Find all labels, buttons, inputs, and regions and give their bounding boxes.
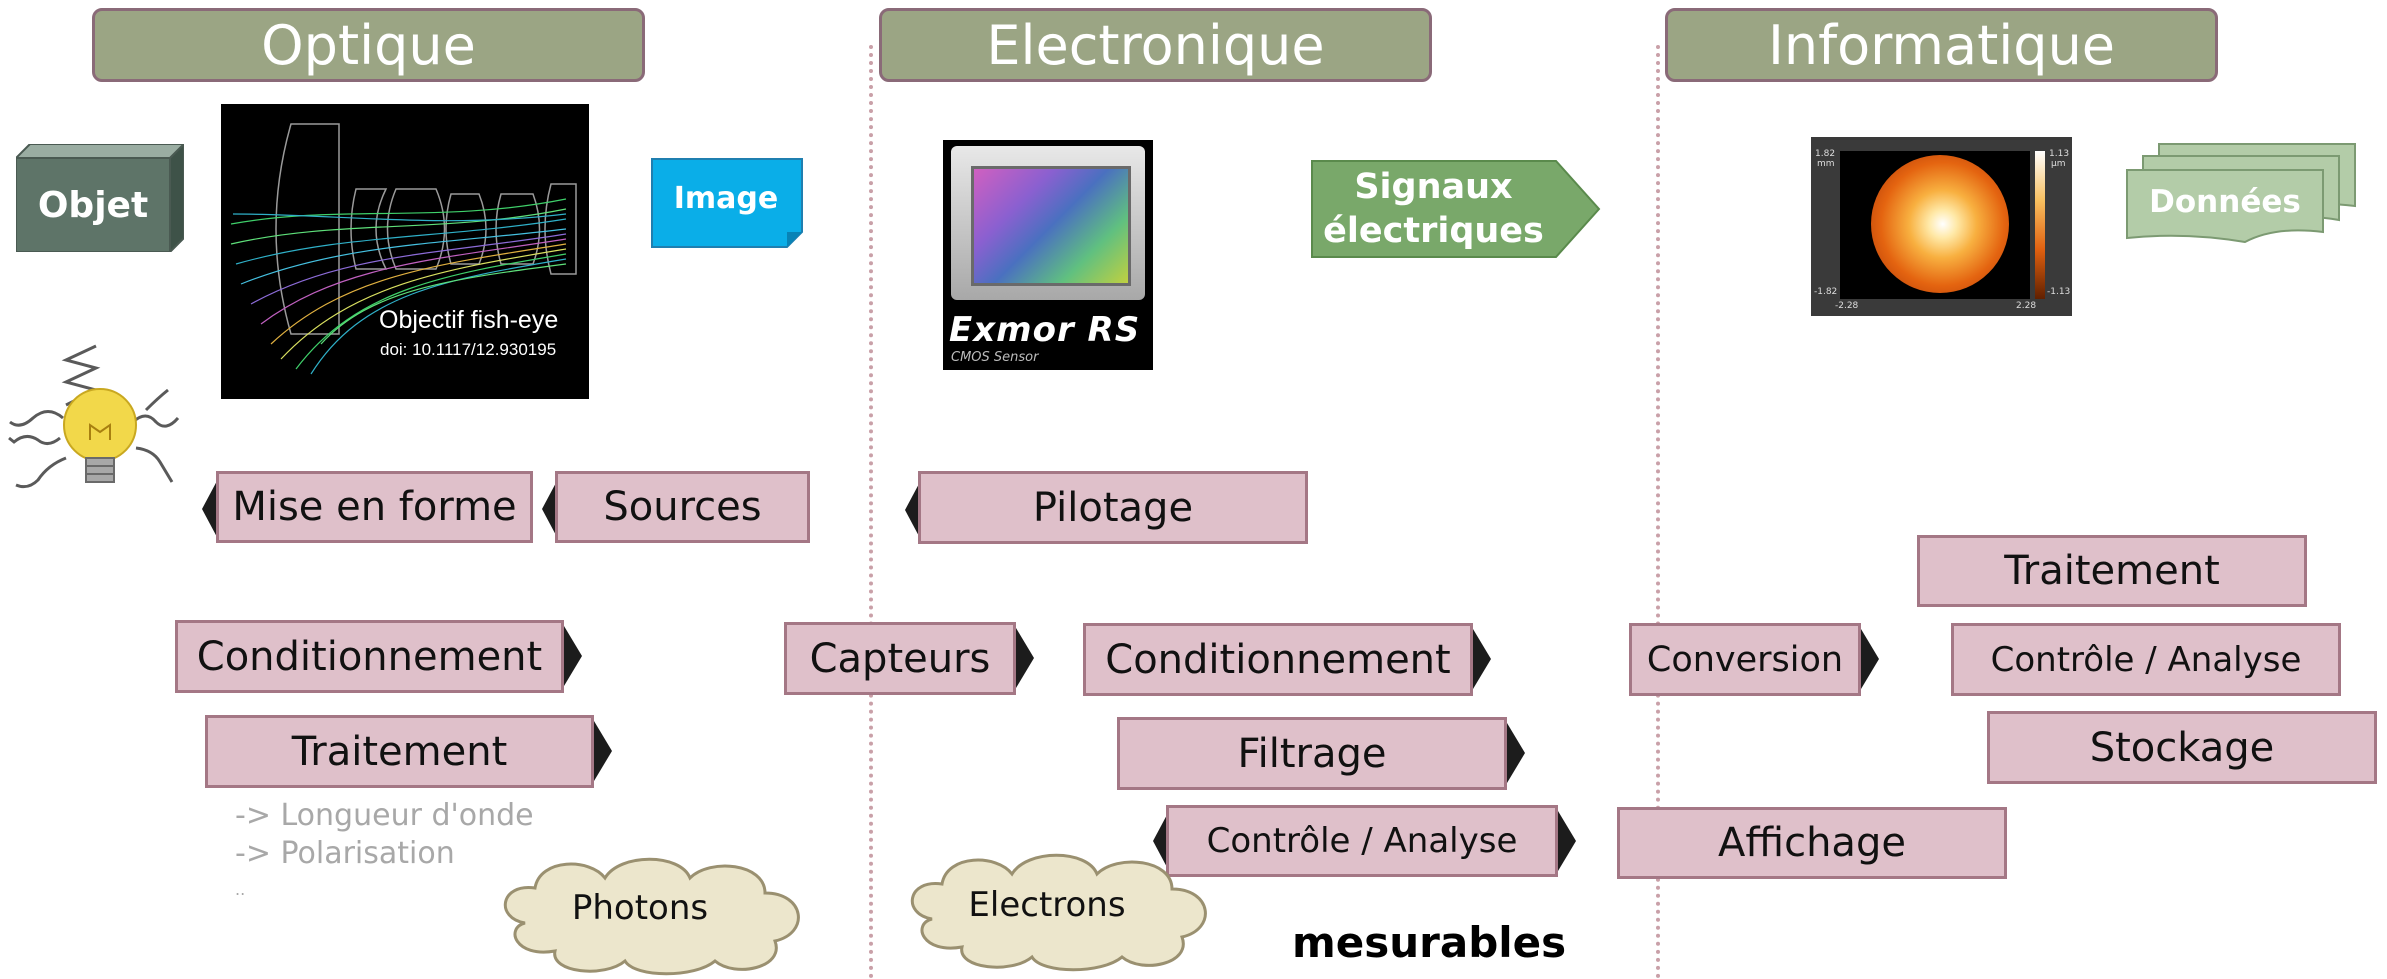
signaux-line-2: électriques bbox=[1323, 211, 1544, 251]
sensor-brand: Exmor RS bbox=[949, 310, 1141, 350]
donnees-label: Données bbox=[2149, 184, 2301, 220]
pilotage-arrow bbox=[905, 480, 921, 540]
optique-conditionnement-label: Conditionnement bbox=[196, 633, 543, 680]
sources-label: Sources bbox=[603, 484, 762, 530]
informatique-controle-label: Contrôle / Analyse bbox=[1990, 639, 2302, 680]
electronique-conditionnement-box: Conditionnement bbox=[1083, 623, 1473, 696]
capteurs-box: Capteurs bbox=[784, 622, 1016, 695]
lens-caption: Objectif fish-eye bbox=[379, 306, 559, 334]
cmos-sensor-photo: Exmor RS CMOS Sensor bbox=[943, 140, 1153, 370]
map-tick-x-right: 2.28 bbox=[2016, 301, 2037, 311]
header-optique-label: Optique bbox=[261, 13, 476, 77]
mise-en-forme-box: Mise en forme bbox=[216, 471, 533, 543]
optique-conditionnement-box: Conditionnement bbox=[175, 620, 564, 693]
map-scale-unit: µm bbox=[2051, 159, 2066, 169]
electrons-cloud-icon bbox=[910, 853, 1207, 972]
optique-traitement-box: Traitement bbox=[205, 715, 594, 788]
map-tick-top-left: 1.82 bbox=[1815, 149, 1836, 159]
photons-label: Photons bbox=[571, 888, 709, 928]
note-ellipsis: .. bbox=[235, 880, 246, 899]
note-longueur-onde: -> Longueur d'onde bbox=[235, 798, 534, 833]
sensor-chip bbox=[971, 166, 1131, 286]
mise-en-forme-label: Mise en forme bbox=[232, 484, 517, 530]
sources-box: Sources bbox=[555, 471, 810, 543]
note-polarisation: -> Polarisation bbox=[235, 836, 455, 871]
electronique-conditionnement-arrow bbox=[1473, 629, 1491, 689]
header-electronique: Electronique bbox=[879, 8, 1432, 82]
map-tick-top-left-unit: mm bbox=[1817, 159, 1835, 169]
signaux-line-1: Signaux bbox=[1354, 167, 1513, 207]
capteurs-arrow bbox=[1016, 628, 1034, 688]
heatmap-image: 1.82 mm -1.82 -2.28 2.28 1.13 µm -1.13 bbox=[1811, 137, 2072, 316]
optique-traitement-arrow bbox=[594, 721, 612, 781]
affichage-box: Affichage bbox=[1617, 807, 2007, 879]
donnees-documents-icon bbox=[2126, 143, 2356, 244]
lightbulb-icon bbox=[8, 344, 180, 489]
fisheye-lens-diagram: Objectif fish-eye doi: 10.1117/12.930195 bbox=[221, 104, 589, 399]
objet-box-icon bbox=[16, 144, 184, 252]
header-informatique: Informatique bbox=[1665, 8, 2218, 82]
image-label: Image bbox=[673, 180, 779, 216]
optique-conditionnement-arrow bbox=[564, 626, 582, 686]
stockage-box: Stockage bbox=[1987, 711, 2377, 784]
signaux-arrow-shape bbox=[1311, 160, 1601, 258]
map-tick-x-left: -2.28 bbox=[1835, 301, 1859, 311]
image-shape bbox=[651, 158, 803, 248]
sources-arrow bbox=[542, 479, 558, 539]
pilotage-label: Pilotage bbox=[1032, 484, 1194, 531]
electronique-conditionnement-label: Conditionnement bbox=[1105, 636, 1451, 683]
signaux-label: Signaux électriques bbox=[1311, 160, 1556, 258]
header-electronique-label: Electronique bbox=[986, 13, 1325, 77]
mise-en-forme-arrow bbox=[202, 479, 218, 539]
objet-label: Objet bbox=[37, 184, 149, 226]
electronique-controle-arrow-left bbox=[1153, 811, 1169, 871]
electronique-controle-box: Contrôle / Analyse bbox=[1166, 805, 1558, 877]
electrons-label: Electrons bbox=[968, 885, 1126, 925]
electronique-controle-label: Contrôle / Analyse bbox=[1206, 821, 1518, 861]
photons-cloud-icon bbox=[503, 857, 800, 976]
filtrage-arrow bbox=[1507, 723, 1525, 783]
header-optique: Optique bbox=[92, 8, 645, 82]
conversion-box: Conversion bbox=[1629, 623, 1861, 696]
header-informatique-label: Informatique bbox=[1767, 13, 2116, 77]
electronique-controle-arrow-right bbox=[1558, 811, 1576, 871]
conversion-arrow bbox=[1861, 629, 1879, 689]
filtrage-box: Filtrage bbox=[1117, 717, 1507, 790]
divider-electronique-informatique bbox=[1656, 45, 1660, 979]
capteurs-label: Capteurs bbox=[809, 635, 991, 682]
map-scale-bottom: -1.13 bbox=[2047, 287, 2071, 297]
informatique-traitement-box: Traitement bbox=[1917, 535, 2307, 607]
filtrage-label: Filtrage bbox=[1237, 730, 1387, 777]
divider-optique-electronique bbox=[869, 45, 873, 979]
conversion-label: Conversion bbox=[1646, 639, 1844, 680]
affichage-label: Affichage bbox=[1718, 820, 1906, 866]
mesurables-label: mesurables bbox=[1292, 918, 1567, 967]
stockage-label: Stockage bbox=[2089, 724, 2275, 771]
heatmap-colorbar bbox=[2035, 151, 2045, 299]
informatique-traitement-label: Traitement bbox=[2004, 548, 2220, 594]
sensor-sub: CMOS Sensor bbox=[951, 350, 1039, 365]
map-scale-top: 1.13 bbox=[2049, 149, 2070, 159]
heatmap-disk bbox=[1871, 155, 2009, 293]
map-tick-bottom-left: -1.82 bbox=[1814, 287, 1838, 297]
optique-traitement-label: Traitement bbox=[291, 728, 508, 775]
pilotage-box: Pilotage bbox=[918, 471, 1308, 544]
lens-doi: doi: 10.1117/12.930195 bbox=[380, 340, 557, 359]
informatique-controle-box: Contrôle / Analyse bbox=[1951, 623, 2341, 696]
